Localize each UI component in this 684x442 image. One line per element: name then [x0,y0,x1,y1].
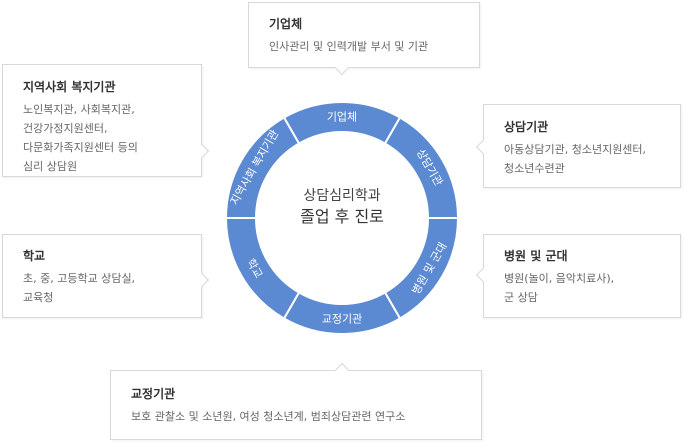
hospital-box-line: 군 상담 [504,291,538,304]
hospital-box-title: 병원 및 군대 [504,249,568,263]
counseling-box: 상담기관 아동상담기관, 청소년지원센터, 청소년수련관 [483,104,681,188]
counseling-box-line: 청소년수련관 [504,162,565,175]
center-title: 상담심리학과 졸업 후 진로 [272,187,412,228]
counseling-box-line: 아동상담기관, 청소년지원센터, [504,143,647,156]
correction-box: 교정기관 보호 관찰소 및 소년원, 여성 청소년계, 범죄상담관련 연구소 [110,370,482,440]
ring-segment-label: 교정기관 [322,313,362,326]
school-box: 학교 초, 중, 고등학교 상담실, 교육청 [2,234,202,318]
company-box-title: 기업체 [269,17,303,31]
hospital-box: 병원 및 군대 병원(놀이, 음악치료사), 군 상담 [483,234,681,318]
community-box-line: 건강가정지원센터, [23,122,108,135]
correction-box-title: 교정기관 [131,387,176,401]
community-box: 지역사회 복지기관 노인복지관, 사회복지관, 건강가정지원센터, 다문화가족지… [2,64,202,177]
center-title-line1: 상담심리학과 [303,188,381,204]
hospital-box-line: 병원(놀이, 음악치료사), [504,272,615,285]
counseling-box-title: 상담기관 [504,120,549,134]
ring-center-disc [257,133,427,303]
community-box-title: 지역사회 복지기관 [23,80,116,94]
center-title-line2: 졸업 후 진로 [300,207,384,226]
community-box-line: 노인복지관, 사회복지관, [23,103,135,116]
school-box-line: 초, 중, 고등학교 상담실, [23,272,136,285]
community-box-line: 다문화가족지원센터 등의 [23,141,138,154]
community-box-line: 심리 상담원 [23,160,78,173]
ring-segment [224,116,301,219]
school-box-title: 학교 [23,249,46,263]
company-box-line: 인사관리 및 인력개발 부서 및 기관 [269,40,429,53]
school-box-line: 교육청 [23,291,54,304]
correction-box-line: 보호 관찰소 및 소년원, 여성 청소년계, 범죄상담관련 연구소 [131,410,406,423]
ring-segment-label: 기업체 [327,111,357,124]
company-box: 기업체 인사관리 및 인력개발 부서 및 기관 [248,2,480,68]
